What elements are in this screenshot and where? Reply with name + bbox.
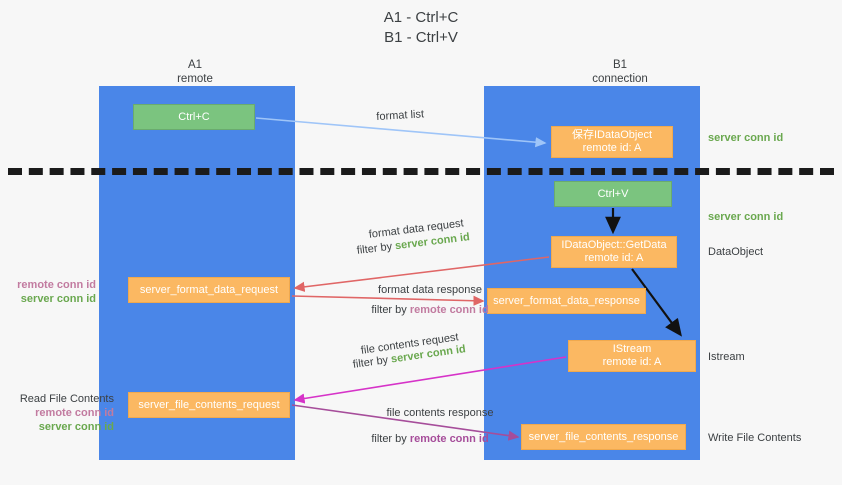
left-label-conn-ids-1: remote conn id server conn id: [6, 278, 96, 306]
box-idataobject-label: 保存IDataObject: [571, 129, 653, 141]
right-label-server-conn-id-1: server conn id: [708, 132, 784, 144]
box-idataobject-getdata[interactable]: IDataObject::GetData remote id: A: [551, 236, 677, 268]
box-istream[interactable]: IStream remote id: A: [568, 340, 696, 372]
box-server-format-data-request[interactable]: server_format_data_request: [128, 277, 290, 303]
title-line-2: B1 - Ctrl+V: [384, 29, 458, 46]
filter-key-remote-conn-id-2: remote conn id: [409, 433, 489, 445]
box-istream-label: IStream: [612, 343, 652, 355]
edge-label-file-contents-response-filter: filter by remote conn id: [330, 432, 530, 446]
left-label-read-file-contents: Read File Contents: [19, 393, 114, 405]
left-label-server-conn-id-2: server conn id: [38, 421, 114, 433]
box-ctrl-v[interactable]: Ctrl+V: [554, 181, 672, 207]
right-label-write-file-contents: Write File Contents: [708, 432, 802, 444]
right-label-dataobject: DataObject: [708, 246, 764, 258]
box-server-format-data-response[interactable]: server_format_data_response: [487, 288, 646, 314]
right-label-server-conn-id-2: server conn id: [708, 211, 784, 223]
phase-divider: [8, 168, 834, 175]
box-istream-remote-id: remote id: A: [602, 356, 662, 368]
box-ctrl-c-label: Ctrl+C: [178, 110, 210, 123]
edge-label-file-contents-response: file contents response: [386, 407, 494, 419]
box-ctrl-v-label: Ctrl+V: [597, 187, 629, 200]
edge-label-format-data-response-filter: filter by remote conn id: [330, 303, 530, 317]
filter-prefix-4: filter by: [371, 433, 410, 445]
filter-prefix-2: filter by: [371, 304, 410, 316]
left-label-remote-conn-id-2: remote conn id: [35, 407, 114, 419]
lane-header-a1-sub: remote: [177, 73, 213, 85]
lane-header-a1: A1 remote: [130, 58, 260, 86]
box-ctrl-c[interactable]: Ctrl+C: [133, 104, 255, 130]
lane-header-a1-name: A1: [187, 59, 203, 71]
box-server-file-contents-response-label: server_file_contents_response: [528, 430, 679, 443]
box-idataobject-remote-id: remote id: A: [582, 142, 642, 154]
edge-label-format-list: format list: [376, 108, 425, 123]
edge-label-format-data-response: format data response: [378, 284, 482, 296]
left-label-remote-conn-id-1: remote conn id: [17, 279, 96, 291]
filter-key-remote-conn-id-1: remote conn id: [409, 304, 489, 316]
title-line-1: A1 - Ctrl+C: [383, 9, 459, 26]
right-label-istream: Istream: [708, 351, 745, 363]
filter-prefix-3: filter by: [352, 353, 392, 371]
box-getdata-remote-id: remote id: A: [584, 252, 644, 264]
box-server-file-contents-request-label: server_file_contents_request: [138, 398, 280, 411]
box-server-format-data-request-label: server_format_data_request: [139, 283, 279, 296]
box-idataobject[interactable]: 保存IDataObject remote id: A: [551, 126, 673, 158]
box-server-file-contents-request[interactable]: server_file_contents_request: [128, 392, 290, 418]
left-label-read-file-contents-group: Read File Contents remote conn id server…: [6, 392, 114, 434]
page-title: A1 - Ctrl+C B1 - Ctrl+V: [0, 8, 842, 48]
box-getdata-label: IDataObject::GetData: [561, 239, 667, 251]
left-label-server-conn-id-1: server conn id: [20, 293, 96, 305]
lane-header-b1: B1 connection: [540, 58, 700, 86]
lane-header-b1-sub: connection: [592, 73, 648, 85]
box-server-format-data-response-label: server_format_data_response: [493, 294, 640, 307]
lane-header-b1-name: B1: [612, 59, 628, 71]
box-server-file-contents-response[interactable]: server_file_contents_response: [521, 424, 686, 450]
filter-prefix-1: filter by: [356, 240, 396, 257]
